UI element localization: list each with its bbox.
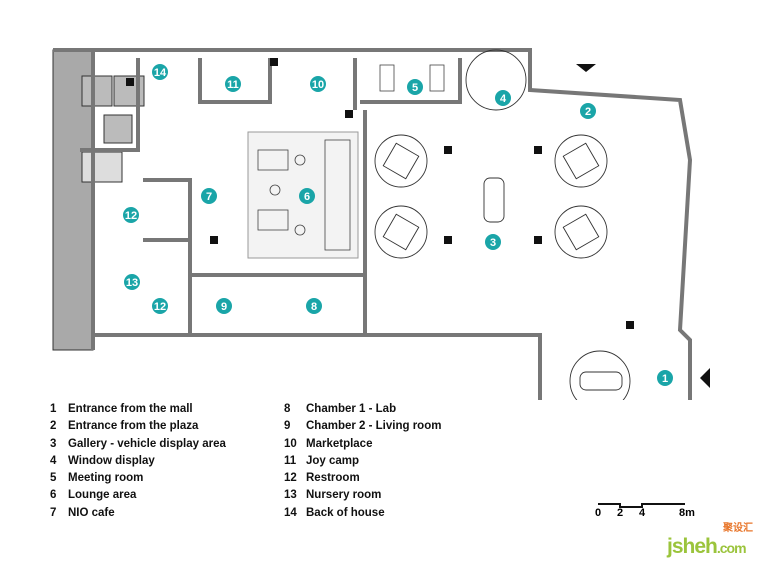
marker-8: 8 xyxy=(306,298,322,314)
legend-num: 1 xyxy=(50,403,57,415)
legend-item: 6 Lounge area xyxy=(50,487,226,504)
watermark-suffix: .com xyxy=(716,540,747,556)
marker-3: 3 xyxy=(485,234,501,250)
svg-text:3: 3 xyxy=(490,237,496,249)
marker-1: 1 xyxy=(657,370,673,386)
legend-num: 6 xyxy=(50,489,57,502)
legend-item: 3 Gallery - vehicle display area xyxy=(50,436,226,453)
watermark-text: jsheh xyxy=(667,535,718,558)
svg-text:7: 7 xyxy=(206,191,212,203)
meeting-room-furniture xyxy=(379,64,445,92)
marker-6: 6 xyxy=(299,188,315,204)
watermark-chinese: 聚设汇 xyxy=(723,523,753,534)
svg-text:5: 5 xyxy=(412,82,418,94)
watermark-logo: jsheh.com 聚设汇 xyxy=(667,523,753,559)
legend-num: 10 xyxy=(284,437,297,450)
legend-column-2: 8 Chamber 1 - Lab 9 Chamber 2 - Living roo… xyxy=(284,401,441,522)
marker-9: 9 xyxy=(216,298,232,314)
svg-text:12: 12 xyxy=(125,210,137,222)
columns xyxy=(126,58,634,329)
svg-text:11: 11 xyxy=(227,79,239,91)
legend-label: Chamber 2 - Living room xyxy=(306,420,442,433)
svg-text:10: 10 xyxy=(312,79,324,91)
legend-item: 14 Back of house xyxy=(284,505,441,522)
legend-num: 2 xyxy=(50,420,57,433)
scale-bar: 0 2 4 8m xyxy=(595,497,695,519)
legend-num: 5 xyxy=(50,472,57,485)
legend-item: 9 Chamber 2 - Living room xyxy=(284,418,441,435)
svg-text:13: 13 xyxy=(126,277,138,289)
lounge-furniture xyxy=(257,139,351,251)
legend-label: Restroom xyxy=(306,472,360,485)
legend-label: Chamber 1 - Lab xyxy=(306,403,397,415)
legend-item: 4 Window display xyxy=(50,453,226,470)
svg-text:9: 9 xyxy=(221,301,227,313)
legend-num: 11 xyxy=(284,454,297,467)
legend-num: 13 xyxy=(284,489,297,502)
legend-item: 2 Entrance from the plaza xyxy=(50,418,226,435)
svg-text:4: 4 xyxy=(500,93,507,105)
marker-2: 2 xyxy=(580,103,596,119)
legend-label: Lounge area xyxy=(68,489,137,502)
marker-10: 10 xyxy=(310,76,326,92)
entrance-arrows xyxy=(576,64,710,388)
vehicles xyxy=(374,49,631,400)
legend-num: 7 xyxy=(50,506,57,519)
legend-num: 4 xyxy=(50,454,57,467)
marker-12b: 12 xyxy=(152,298,168,314)
legend-num: 3 xyxy=(50,437,57,450)
elevator-1 xyxy=(81,75,113,107)
room-markers: 14 11 10 5 4 2 7 6 3 12 13 12 9 8 1 xyxy=(123,64,673,386)
legend-item: 12 Restroom xyxy=(284,470,441,487)
legend-label: Nursery room xyxy=(306,489,382,502)
svg-text:6: 6 xyxy=(304,191,310,203)
scale-bar-line xyxy=(598,503,685,508)
scale-tick: 0 xyxy=(595,507,602,519)
legend-num: 14 xyxy=(284,506,297,519)
legend-label: Joy camp xyxy=(306,454,360,467)
legend-label: Gallery - vehicle display area xyxy=(68,437,226,450)
legend-item: 11 Joy camp xyxy=(284,453,441,470)
legend-num: 12 xyxy=(284,472,297,485)
marker-12a: 12 xyxy=(123,207,139,223)
walls xyxy=(53,48,693,400)
svg-text:2: 2 xyxy=(585,106,591,118)
marker-7: 7 xyxy=(201,188,217,204)
legend-item: 13 Nursery room xyxy=(284,487,441,504)
legend-num: 8 xyxy=(284,403,291,415)
legend-label: Window display xyxy=(68,454,155,467)
elevator-3 xyxy=(103,114,133,144)
legend-item: 7 NIO cafe xyxy=(50,505,226,522)
legend-label: Marketplace xyxy=(306,437,373,450)
legend-label: Entrance from the plaza xyxy=(68,420,199,433)
marker-13: 13 xyxy=(124,274,140,290)
marker-5: 5 xyxy=(407,79,423,95)
legend-column-1: 1 Entrance from the mall 2 Entrance from t… xyxy=(50,401,226,522)
legend-item: 10 Marketplace xyxy=(284,436,441,453)
legend-label: Meeting room xyxy=(68,472,144,485)
marker-14: 14 xyxy=(152,64,168,80)
scale-tick: 8m xyxy=(679,507,695,519)
legend-label: Entrance from the mall xyxy=(68,403,193,415)
legend-num: 9 xyxy=(284,420,291,433)
legend-item: 8 Chamber 1 - Lab xyxy=(284,401,441,418)
floor-plan: 14 11 10 5 4 2 7 6 3 12 13 12 9 8 1 xyxy=(52,48,710,400)
marker-11: 11 xyxy=(225,76,241,92)
svg-text:8: 8 xyxy=(311,301,317,313)
svg-text:14: 14 xyxy=(154,67,167,79)
legend-item: 1 Entrance from the mall xyxy=(50,401,226,418)
legend-item: 5 Meeting room xyxy=(50,470,226,487)
svg-text:1: 1 xyxy=(662,373,668,385)
legend-label: NIO cafe xyxy=(68,506,115,519)
scale-tick: 4 xyxy=(639,507,646,519)
marker-4: 4 xyxy=(495,90,511,106)
svg-text:12: 12 xyxy=(154,301,166,313)
scale-tick: 2 xyxy=(617,507,624,519)
stairs xyxy=(81,151,123,183)
legend-label: Back of house xyxy=(306,506,385,519)
